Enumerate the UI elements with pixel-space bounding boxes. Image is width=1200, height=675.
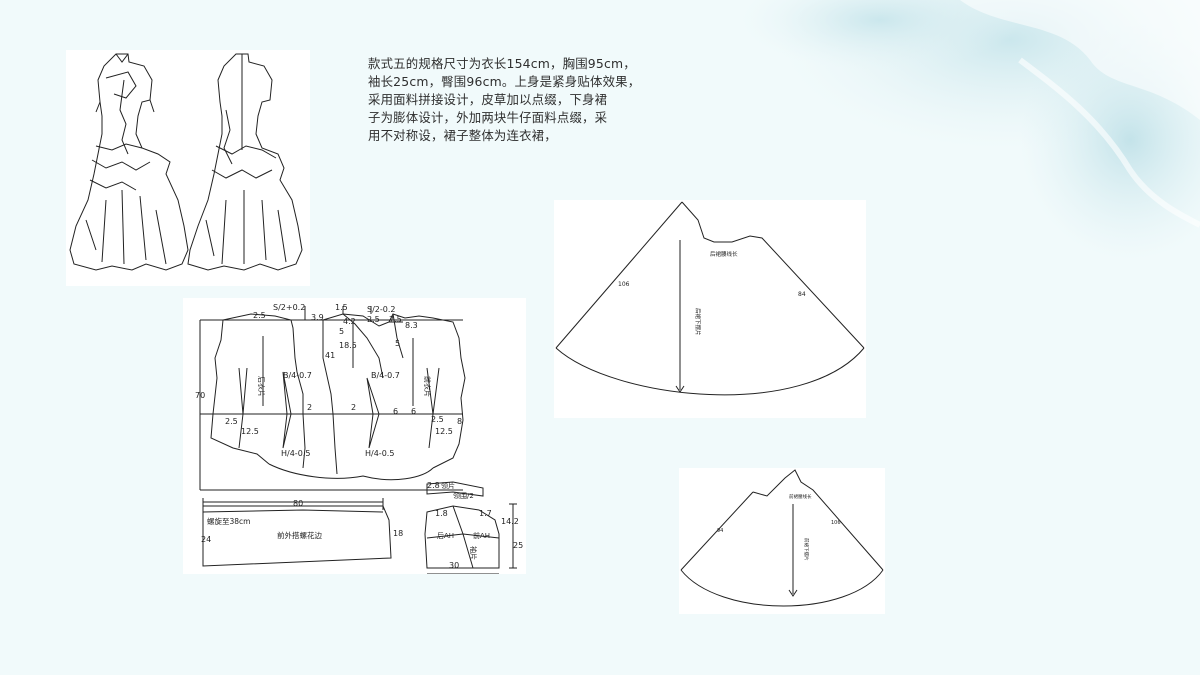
description-line: 采用面料拼接设计，皮草加以点缀，下身裙 [368,92,608,107]
label-back-ah: 后AH [437,531,454,540]
label-collar-top: 2.8 [427,481,440,490]
label-front-ah: 前AH [473,531,490,540]
label-2-5d: 2.5 [431,415,444,424]
label-h-back: H/4-0.5 [281,449,310,458]
front-skirt-drawing: 94 106 前裙腰线长 前裙下摆片 [680,469,884,607]
label-collar-name: 领片 [441,481,455,490]
label-front-piece: 前衣片 [423,376,432,397]
label-18-5: 18.5 [339,341,357,350]
label-1-7: 1.7 [479,509,492,518]
label-s-front: S/2-0.2 [367,305,395,314]
label-80: 80 [293,499,303,508]
label-2: 2 [307,403,312,412]
label-left: 94 [717,528,723,534]
label-41: 41 [325,351,335,360]
description-line: 款式五的规格尺寸为衣长154cm，胸围95cm， [368,56,636,71]
label-b-back: B/4-0.7 [283,371,312,380]
label-106: 106 [618,281,630,288]
label-2-5b: 2.5 [367,315,380,324]
label-waist: 前裙腰线长 [789,493,812,500]
label-8: 8 [457,417,462,426]
label-70: 70 [195,391,205,400]
description-line: 用不对称设，裙子整体为连衣裙， [368,128,557,143]
label-1-8: 1.8 [435,509,448,518]
label-12-5b: 12.5 [435,427,453,436]
label-25: 25 [513,541,523,550]
label-hem-note: 螺旋至38cm [207,516,250,526]
label-collar-half: 领围/2 [453,491,474,500]
label-right: 106 [831,520,841,526]
label-24: 24 [201,535,211,544]
label-b-front: B/4-0.7 [371,371,400,380]
label-84: 84 [798,291,806,298]
label-sleeve: 袖片 [469,546,478,560]
label-5: 5 [339,327,344,336]
label-6: 6 [393,407,398,416]
bodice-pattern-panel: S/2+0.2 1.5 S/2-0.2 2.5 3.9 4.2 2.5 7.5 … [183,298,526,574]
front-skirt-pattern-panel: 94 106 前裙腰线长 前裙下摆片 [679,468,885,614]
label-3-9: 3.9 [311,313,324,322]
label-30: 30 [449,561,459,570]
back-skirt-drawing: 106 84 后裙腰线长 后裙下摆片 [555,201,865,396]
label-6b: 6 [411,407,416,416]
label-5b: 5 [395,339,400,348]
label-2-5c: 2.5 [225,417,238,426]
label-14-2: 14.2 [501,517,519,526]
label-grain: 后裙下摆片 [694,308,702,336]
style-description: 款式五的规格尺寸为衣长154cm，胸围95cm， 袖长25cm，臀围96cm。上… [368,55,668,145]
label-4-2: 4.2 [343,317,356,326]
label-2b: 2 [351,403,356,412]
description-line: 子为膨体设计，外加两块牛仔面料点缀，采 [368,110,608,125]
fashion-sketch-panel [66,50,310,286]
label-waist: 后裙腰线长 [710,250,738,258]
bodice-pattern-drawing: S/2+0.2 1.5 S/2-0.2 2.5 3.9 4.2 2.5 7.5 … [195,303,523,574]
label-grain: 前裙下摆片 [803,538,810,561]
label-1-5: 1.5 [335,303,348,312]
label-s-back: S/2+0.2 [273,303,305,312]
label-h-front: H/4-0.5 [365,449,394,458]
label-2-5: 2.5 [253,311,266,320]
label-8-3: 8.3 [405,321,418,330]
label-front-ruffle: 前外搭螺花边 [277,530,322,540]
label-18: 18 [393,529,403,538]
back-skirt-pattern-panel: 106 84 后裙腰线长 后裙下摆片 [554,200,866,418]
dress-sketch [69,53,303,271]
label-7-5: 7.5 [389,315,402,324]
label-back-piece: 后衣片 [257,376,266,397]
description-line: 袖长25cm，臀围96cm。上身是紧身贴体效果， [368,74,641,89]
label-12-5: 12.5 [241,427,259,436]
